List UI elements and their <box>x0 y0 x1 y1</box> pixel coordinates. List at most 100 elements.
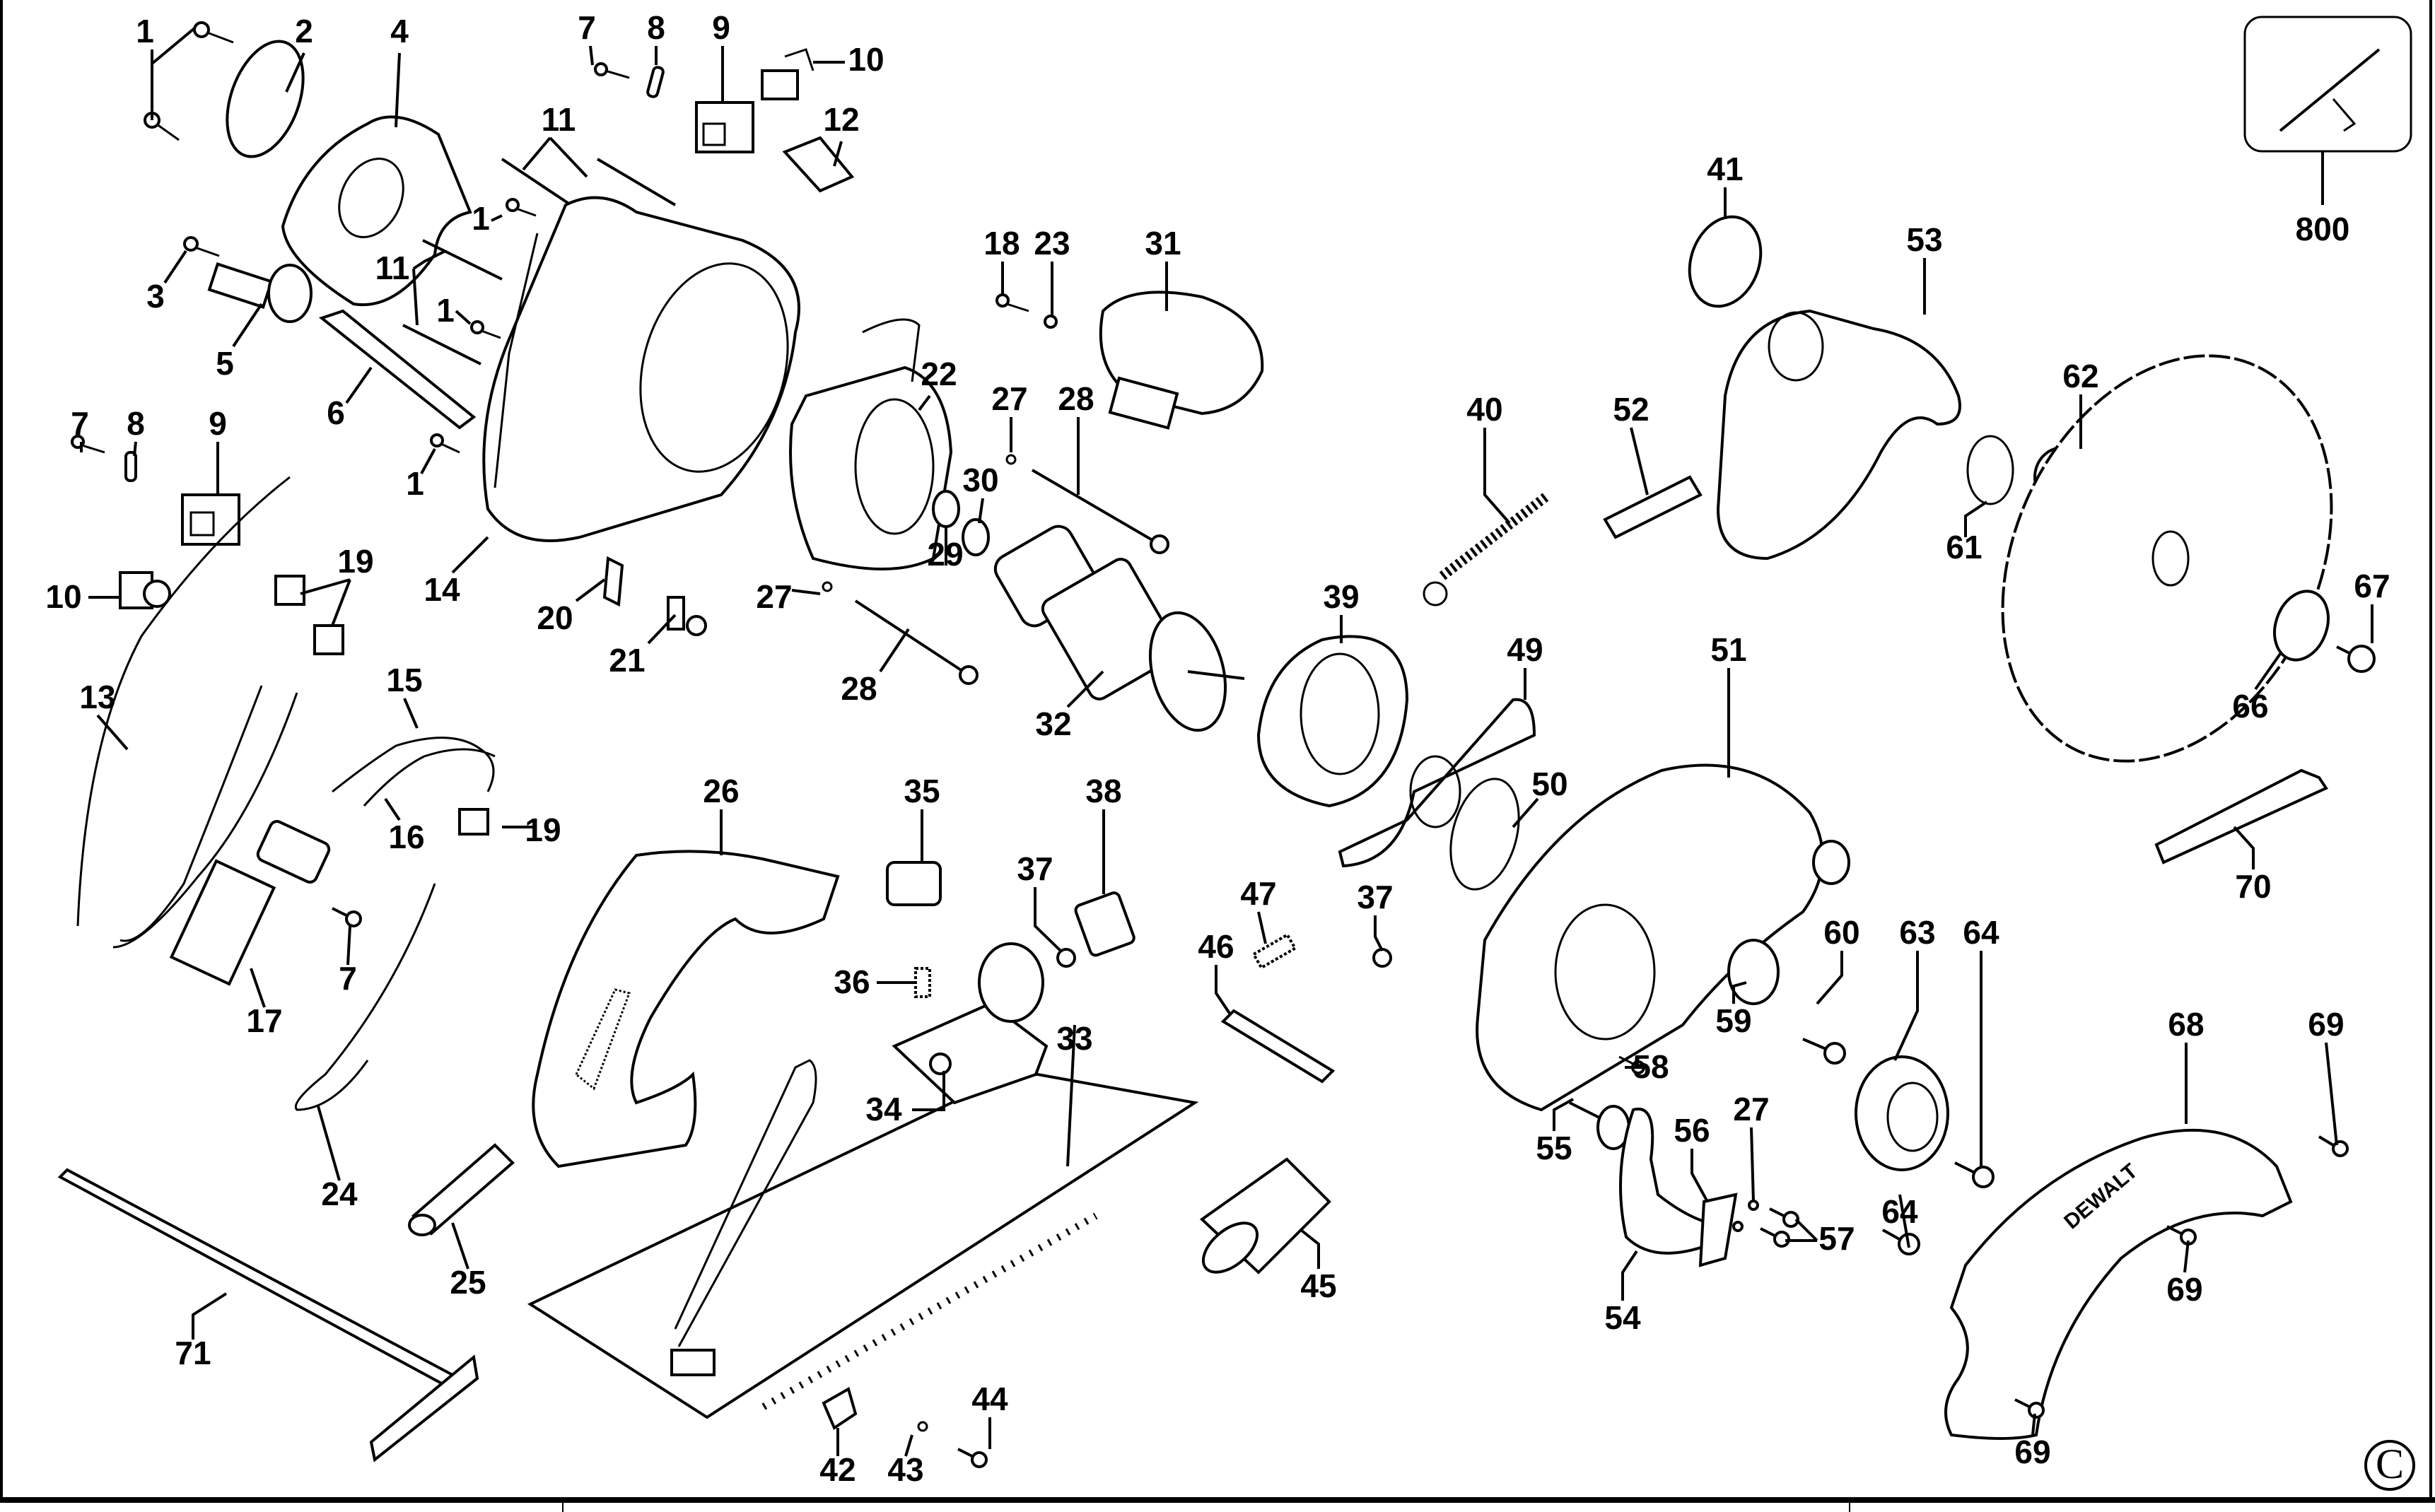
outer-washer-66 <box>2273 590 2330 662</box>
callout-label-38: 38 <box>1085 773 1121 809</box>
washer-30 <box>962 518 990 556</box>
nut-23 <box>1044 315 1058 329</box>
callout-label-11: 11 <box>375 250 410 286</box>
blade-bolt-67 <box>2336 645 2376 673</box>
callout-label-9: 9 <box>209 405 227 442</box>
wire-13 <box>112 692 298 949</box>
switch-cover-31 <box>1099 291 1264 430</box>
callout-label-24: 24 <box>321 1176 358 1212</box>
callout-label-46: 46 <box>1198 928 1234 965</box>
callout-label-800: 800 <box>2296 211 2350 247</box>
part-shapes: DEWALT <box>57 16 2412 1468</box>
callout-label-57: 57 <box>1818 1220 1855 1257</box>
callout-label-28: 28 <box>841 670 877 707</box>
copyright-mark: C <box>2364 1440 2415 1491</box>
wrench-70 <box>2154 768 2328 865</box>
callout-label-69: 69 <box>2014 1434 2050 1470</box>
screw-69 <box>2166 1225 2197 1246</box>
wire-13 <box>119 685 263 942</box>
screw-1-low <box>430 433 460 454</box>
callout-label-8: 8 <box>127 405 145 442</box>
washer-29 <box>932 490 960 528</box>
bottom-rule <box>0 1497 2435 1503</box>
callout-label-30: 30 <box>962 462 998 498</box>
callout-label-6: 6 <box>327 394 345 431</box>
callout-label-7: 7 <box>578 9 596 46</box>
nut-27 <box>1748 1200 1759 1211</box>
rip-fence-71 <box>57 1168 479 1463</box>
callout-label-42: 42 <box>819 1451 856 1488</box>
callout-label-19: 19 <box>337 543 373 580</box>
callout-label-29: 29 <box>927 536 963 573</box>
callout-label-39: 39 <box>1323 578 1359 615</box>
callout-label-32: 32 <box>1035 705 1071 742</box>
saw-blade <box>2001 354 2333 763</box>
callout-label-1: 1 <box>436 292 455 329</box>
screw-64 <box>1954 1161 1995 1188</box>
plate-56 <box>1698 1192 1738 1267</box>
callout-label-27: 27 <box>756 578 792 615</box>
callout-label-37: 37 <box>1357 879 1393 915</box>
callout-label-31: 31 <box>1145 225 1181 262</box>
armature-32 <box>993 524 1245 732</box>
label-plate <box>782 136 855 193</box>
callout-label-4: 4 <box>390 13 409 49</box>
callout-label-27: 27 <box>991 380 1027 417</box>
callout-label-51: 51 <box>1710 631 1746 668</box>
callout-label-53: 53 <box>1906 221 1942 258</box>
washer-37 <box>1372 948 1392 968</box>
callout-label-25: 25 <box>450 1264 486 1301</box>
wire-16 <box>363 748 496 807</box>
callout-label-52: 52 <box>1613 391 1649 428</box>
callout-label-10: 10 <box>848 41 884 78</box>
o-ring-50 <box>1449 778 1520 891</box>
screw-1-lower <box>144 112 180 141</box>
spring-47 <box>1251 932 1297 970</box>
terminal-19 <box>458 808 489 836</box>
callout-label-44: 44 <box>971 1381 1008 1417</box>
callout-label-66: 66 <box>2232 688 2268 725</box>
callout-label-2: 2 <box>295 13 313 49</box>
callout-label-50: 50 <box>1531 766 1567 802</box>
callout-label-12: 12 <box>823 101 859 138</box>
lever-49 <box>1338 698 1536 868</box>
terminal-19 <box>313 624 344 655</box>
switch-17 <box>169 820 331 986</box>
callout-label-63: 63 <box>1899 914 1935 951</box>
callout-label-36: 36 <box>834 963 870 1000</box>
long-screw-28 <box>1031 469 1161 546</box>
callout-label-26: 26 <box>703 773 739 809</box>
knob-35 <box>886 861 942 906</box>
callout-label-43: 43 <box>887 1451 923 1488</box>
handle-26 <box>532 850 840 1168</box>
upper-guard-53 <box>1716 309 1961 561</box>
lever-knob-52 <box>1603 475 1703 539</box>
callout-label-45: 45 <box>1300 1267 1336 1304</box>
callout-label-1: 1 <box>136 13 154 49</box>
cover-plate <box>226 40 305 158</box>
screw-1-mid2 <box>470 320 501 339</box>
callout-label-67: 67 <box>2354 568 2390 604</box>
screw-69 <box>2318 1135 2349 1157</box>
callout-label-16: 16 <box>388 819 424 855</box>
screw-69 <box>2014 1398 2045 1419</box>
ring-41 <box>1688 215 1763 308</box>
callout-label-14: 14 <box>424 571 460 608</box>
clip-27 <box>1005 454 1017 465</box>
callout-label-37: 37 <box>1017 850 1053 887</box>
dust-cap-45 <box>1199 1157 1331 1274</box>
screw-7-switch <box>332 907 362 927</box>
callout-label-41: 41 <box>1707 151 1743 187</box>
callout-label-56: 56 <box>1674 1112 1710 1149</box>
long-screw-11 <box>596 158 677 206</box>
callout-label-1: 1 <box>472 200 490 237</box>
clip-27 <box>822 581 833 592</box>
motor-end-cap <box>281 115 472 307</box>
callout-label-18: 18 <box>983 225 1020 262</box>
long-screw-11 <box>402 324 481 365</box>
clip-43 <box>917 1421 928 1432</box>
base-plate-33 <box>527 1059 1199 1419</box>
callout-label-40: 40 <box>1466 391 1502 428</box>
callout-label-35: 35 <box>904 773 940 809</box>
